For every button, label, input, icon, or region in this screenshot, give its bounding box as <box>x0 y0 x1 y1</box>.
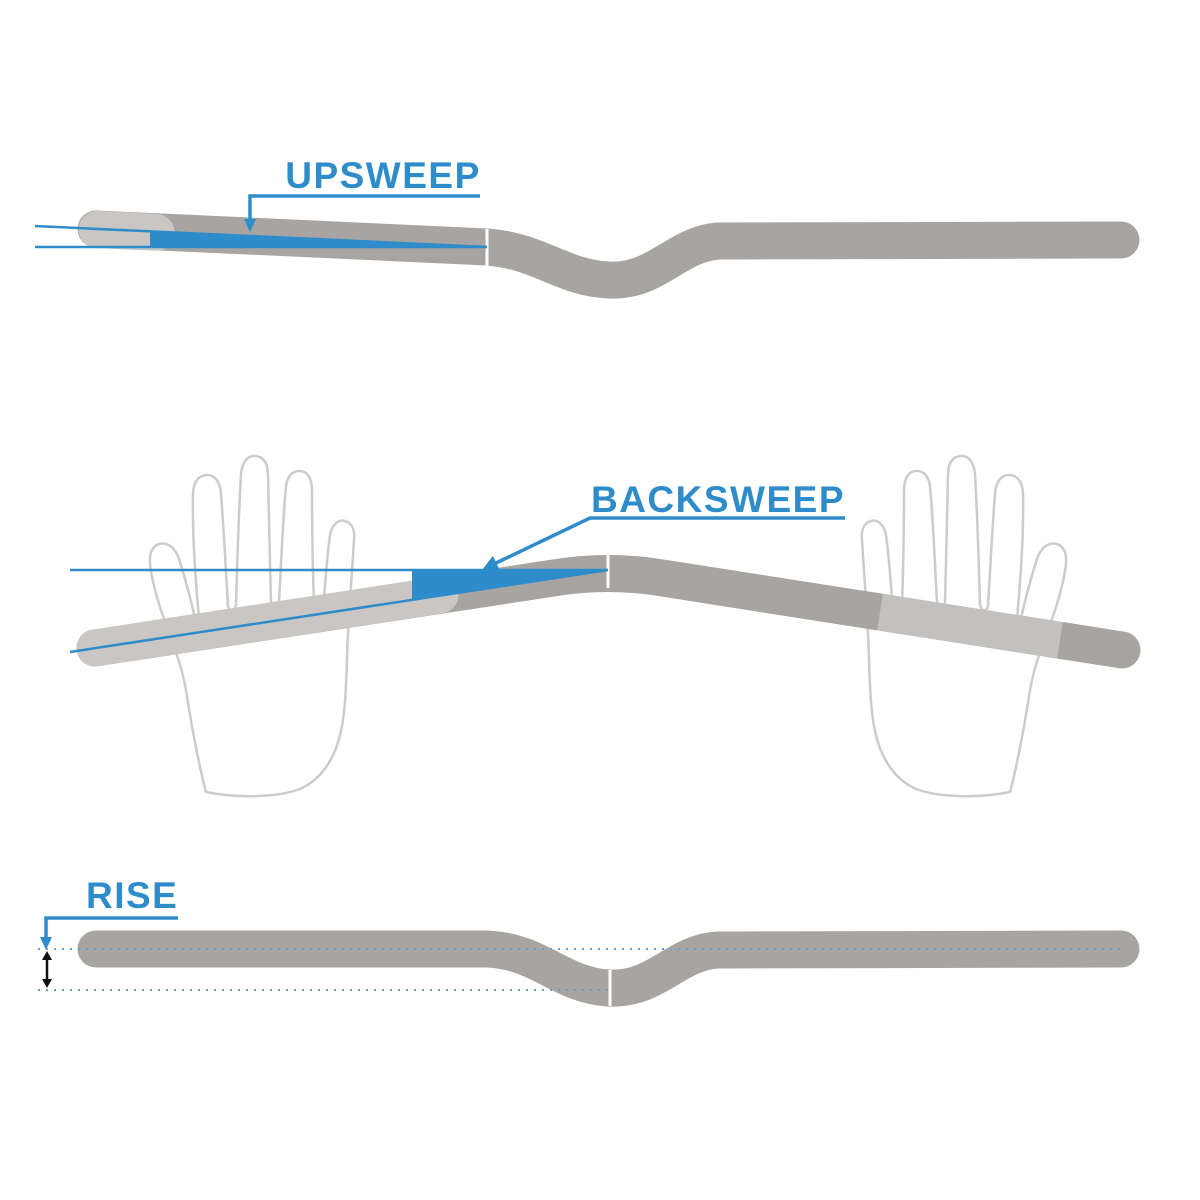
handlebar-rear-view <box>77 210 1140 299</box>
upsweep-section: UPSWEEP <box>34 155 1140 299</box>
rise-label: RISE <box>86 875 178 916</box>
backsweep-leader-line <box>495 516 845 565</box>
upsweep-leader-line <box>248 194 480 220</box>
backsweep-axis-line <box>69 568 609 654</box>
handlebar-front-view <box>77 930 1140 1007</box>
rise-measurement-double-arrow-icon <box>42 951 52 988</box>
right-grip-highlight <box>877 593 1063 659</box>
rise-leader-line <box>44 916 178 938</box>
upsweep-axis-line <box>34 224 488 249</box>
rise-section: RISE <box>38 875 1140 1007</box>
backsweep-pointer-arrow-icon <box>482 555 500 571</box>
backsweep-section: BACKSWEEP <box>69 454 1141 798</box>
rise-pointer-arrow-icon <box>40 937 52 950</box>
backsweep-label: BACKSWEEP <box>591 479 845 520</box>
upsweep-pointer-arrow-icon <box>244 219 256 232</box>
upsweep-label: UPSWEEP <box>285 155 481 196</box>
